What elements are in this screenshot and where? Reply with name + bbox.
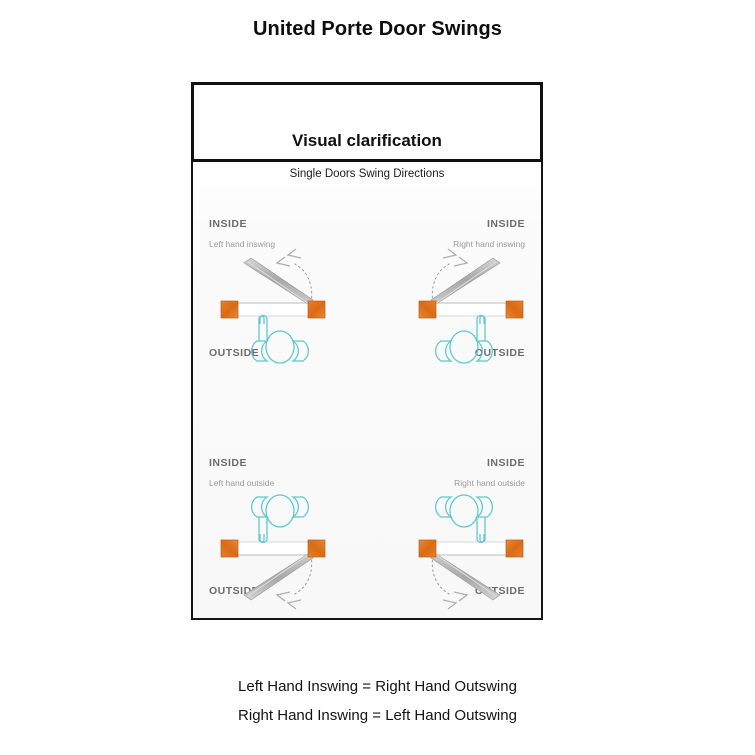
figure-subtitle: Single Doors Swing Directions xyxy=(289,168,445,180)
swing-arc-icon xyxy=(431,262,452,304)
person-top-view-icon xyxy=(251,314,309,364)
page-title: United Porte Door Swings xyxy=(252,18,503,40)
door-arrow-icon xyxy=(442,591,469,610)
door-diagram-top-right xyxy=(418,248,524,364)
door-jamb-icon xyxy=(307,300,326,319)
label-inside-bottom-right: INSIDE xyxy=(486,457,525,469)
door-threshold-bottom-left xyxy=(228,541,320,556)
label-outside-top-left: OUTSIDE xyxy=(209,347,260,359)
door-arrow-icon xyxy=(275,248,302,267)
swing-arc-icon xyxy=(292,262,313,304)
label-hand-top-left: Left hand inswing xyxy=(209,239,276,249)
footer-line-1: Left Hand Inswing = Right Hand Outswing xyxy=(238,678,517,695)
door-jamb-icon xyxy=(307,539,326,558)
label-outside-top-right: OUTSIDE xyxy=(474,347,525,359)
door-swing-figure: Visual clarification Single Doors Swing … xyxy=(191,82,543,620)
figure-header-box: Visual clarification xyxy=(191,82,543,162)
swing-arc-icon xyxy=(431,554,452,596)
figure-body-box: Single Doors Swing Directions INSIDE Lef… xyxy=(191,162,543,620)
door-arrow-icon xyxy=(442,248,469,267)
door-jamb-icon xyxy=(505,300,524,319)
door-diagram-top-left xyxy=(220,248,326,364)
person-top-view-icon xyxy=(435,314,493,364)
footer-line-2: Right Hand Inswing = Left Hand Outswing xyxy=(238,707,517,724)
footer-equivalence-notes: Left Hand Inswing = Right Hand Outswing … xyxy=(0,672,755,730)
label-inside-bottom-left: INSIDE xyxy=(209,457,248,469)
door-panel-icon xyxy=(243,257,314,307)
door-jamb-icon xyxy=(418,300,437,319)
door-arrow-icon xyxy=(275,591,302,610)
label-inside-top-right: INSIDE xyxy=(486,218,525,230)
door-threshold-top-right xyxy=(424,302,516,317)
label-hand-bottom-left: Left hand outside xyxy=(209,478,275,488)
door-threshold-top-left xyxy=(228,302,320,317)
person-top-view-icon xyxy=(435,494,493,544)
door-threshold-bottom-right xyxy=(424,541,516,556)
figure-header-title: Visual clarification xyxy=(292,131,442,150)
door-diagram-bottom-right xyxy=(418,494,524,610)
label-inside-top-left: INSIDE xyxy=(209,218,248,230)
person-top-view-icon xyxy=(251,494,309,544)
label-hand-bottom-right: Right hand outside xyxy=(454,478,525,488)
door-jamb-icon xyxy=(220,539,239,558)
door-panel-icon xyxy=(430,257,501,307)
door-diagram-bottom-left xyxy=(220,494,326,610)
door-panel-icon xyxy=(243,551,314,601)
door-jamb-icon xyxy=(505,539,524,558)
door-jamb-icon xyxy=(418,539,437,558)
door-panel-icon xyxy=(430,551,501,601)
swing-arc-icon xyxy=(292,554,313,596)
label-hand-top-right: Right hand inswing xyxy=(453,239,525,249)
door-jamb-icon xyxy=(220,300,239,319)
